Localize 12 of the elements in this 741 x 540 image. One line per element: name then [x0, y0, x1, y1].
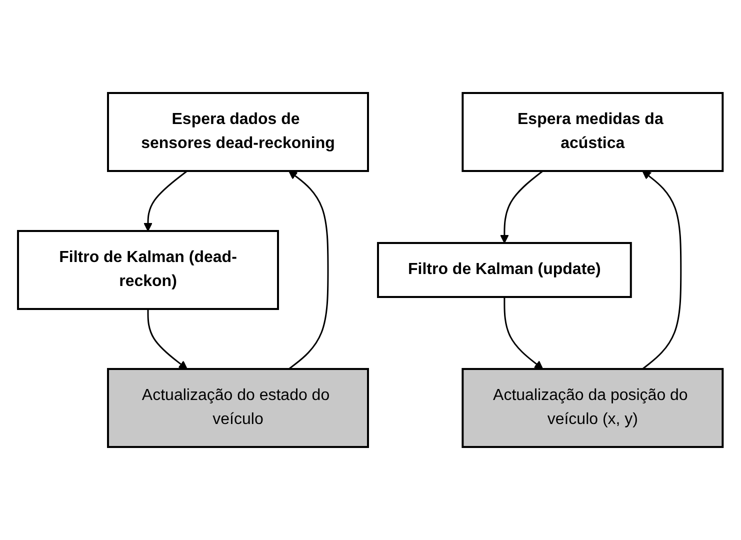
arrow — [500, 170, 544, 244]
arrow — [288, 170, 329, 370]
arrow — [504, 297, 544, 370]
node-box: Filtro de Kalman (dead-reckon) — [17, 230, 280, 310]
arrow — [144, 170, 188, 232]
node-box: Espera medidas da acústica — [462, 92, 724, 172]
node-box: Espera dados de sensores dead-reckoning — [107, 92, 370, 172]
arrow — [642, 170, 682, 370]
node-box: Actualização do estado do veículo — [107, 368, 370, 448]
arrow — [147, 309, 188, 370]
node-box: Actualização da posição do veículo (x, y) — [462, 368, 724, 448]
node-box: Filtro de Kalman (update) — [377, 242, 632, 298]
